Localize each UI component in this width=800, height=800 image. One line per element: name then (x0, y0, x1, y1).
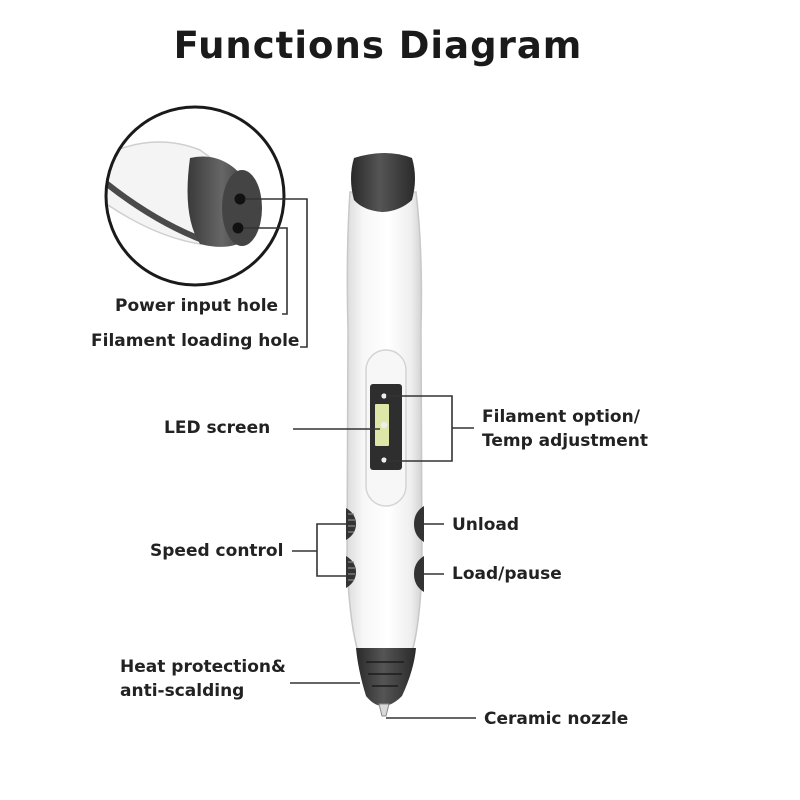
diagram-title: Functions Diagram (173, 24, 583, 67)
label-heat-protection: Heat protection& (120, 657, 286, 677)
heat-protection-sleeve (356, 648, 416, 706)
label-unload: Unload (452, 515, 520, 535)
label-load-pause: Load/pause (452, 564, 562, 584)
label-temp-adjustment: Temp adjustment (482, 431, 648, 451)
end-cap-closeup (187, 156, 262, 247)
label-led-screen: LED screen (164, 418, 271, 438)
label-speed-control: Speed control (150, 541, 284, 561)
zoom-inset (104, 105, 286, 287)
power-input-hole-closeup (234, 193, 246, 205)
label-anti-scalding: anti-scalding (120, 681, 245, 701)
leader-lines (244, 198, 476, 719)
ceramic-nozzle-tip (378, 703, 390, 717)
pen-top-cap (351, 153, 415, 212)
filament-loading-hole-closeup (232, 222, 244, 234)
label-ceramic-nozzle: Ceramic nozzle (484, 709, 629, 729)
unload-button (414, 506, 424, 542)
label-filament-loading-hole: Filament loading hole (91, 331, 300, 351)
3d-pen (346, 153, 424, 717)
load-pause-button (414, 556, 424, 592)
label-power-input-hole: Power input hole (115, 296, 279, 316)
label-filament-option: Filament option/ (482, 407, 640, 427)
